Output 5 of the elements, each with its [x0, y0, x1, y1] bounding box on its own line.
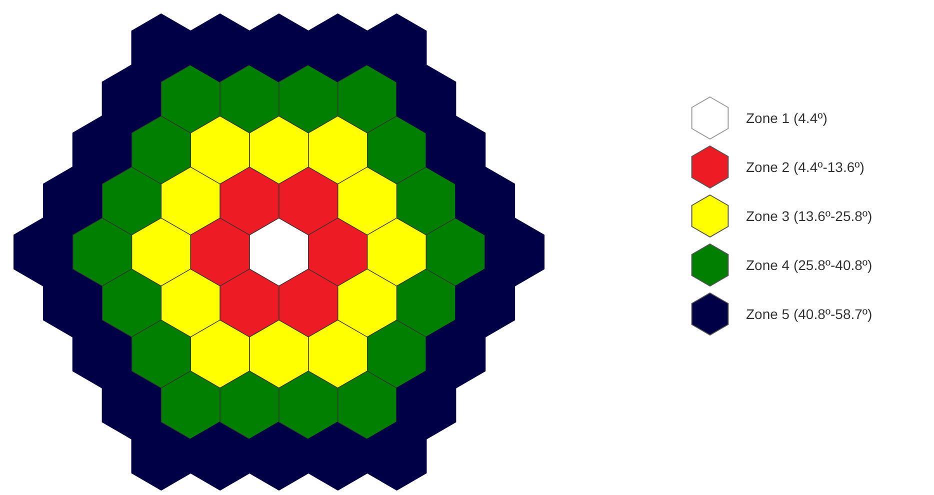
- legend-label: Zone 3 (13.6º-25.8º): [746, 208, 872, 224]
- legend-label: Zone 5 (40.8º-58.7º): [746, 306, 872, 322]
- legend-label: Zone 2 (4.4º-13.6º): [746, 159, 864, 175]
- legend-label: Zone 1 (4.4º): [746, 110, 828, 126]
- legend-label: Zone 4 (25.8º-40.8º): [746, 257, 872, 273]
